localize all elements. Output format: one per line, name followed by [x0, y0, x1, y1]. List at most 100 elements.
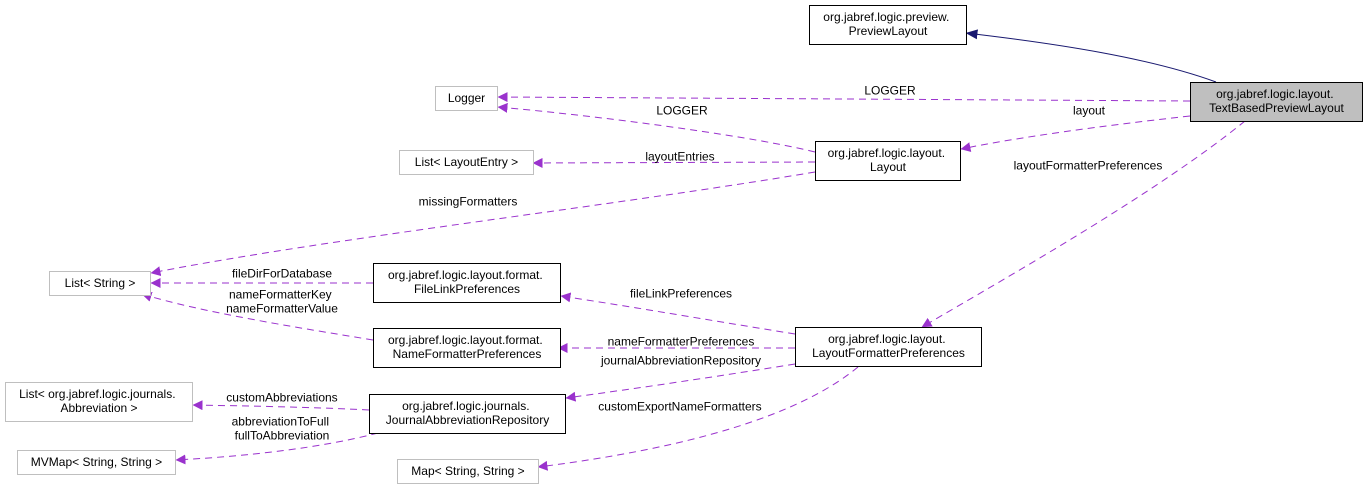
svg-text:nameFormatterPreferences: nameFormatterPreferences: [608, 335, 755, 349]
svg-text:LOGGER: LOGGER: [656, 104, 708, 118]
edge-label-journal-abbreviation-repository: journalAbbreviationRepository: [600, 354, 761, 368]
node-name-formatter-preferences[interactable]: org.jabref.logic.layout.format. NameForm…: [373, 328, 561, 368]
edge-label-line: layoutEntries: [645, 150, 714, 164]
node-label-line: TextBasedPreviewLayout: [1209, 101, 1344, 115]
edge-label-line: journalAbbreviationRepository: [600, 354, 761, 368]
node-label-line: LayoutFormatterPreferences: [812, 346, 965, 360]
svg-text:abbreviationToFull ful: abbreviationToFull fullToAbbreviation: [232, 415, 333, 443]
edge-missing-formatters: [150, 171, 816, 277]
edge-file-link-preferences: [560, 292, 796, 335]
svg-text:Logger: Logger: [448, 91, 485, 105]
node-logger[interactable]: Logger: [435, 86, 498, 111]
svg-text:nameFormatterKey nameF: nameFormatterKey nameFormatterValue: [226, 288, 338, 316]
edge-custom-export-name-formatters: [537, 366, 859, 471]
node-label-line: org.jabref.logic.layout.: [828, 146, 945, 160]
edge-name-formatter: [141, 292, 374, 341]
node-text-based-preview-layout[interactable]: org.jabref.logic.layout. TextBasedPrevie…: [1190, 82, 1363, 122]
edge-logger-from-layout: [497, 102, 816, 153]
edge-label-custom-export-name-formatters: customExportNameFormatters: [598, 400, 761, 414]
node-label-line: org.jabref.logic.preview.: [823, 10, 949, 24]
edge-label-line: LOGGER: [656, 104, 708, 118]
edge-label-name-formatter: nameFormatterKey nameFormatterValue: [226, 288, 338, 316]
edge-label-line: customExportNameFormatters: [598, 400, 761, 414]
node-file-link-preferences[interactable]: org.jabref.logic.layout.format. FileLink…: [373, 263, 561, 303]
edge-layout-formatter-preferences: [921, 120, 1246, 328]
edge-abbreviation-maps: [175, 432, 379, 465]
node-label-line: org.jabref.logic.layout.: [1216, 87, 1333, 101]
edges: LOGGER LOGGER layout layoutEntries: [141, 29, 1246, 471]
edge-label-line: fileDirForDatabase: [232, 267, 332, 281]
edge-custom-abbreviations: [192, 400, 370, 411]
nodes: org.jabref.logic.preview. PreviewLayout …: [5, 5, 1363, 484]
node-label-line: List< String >: [65, 276, 136, 290]
svg-text:layoutFormatterPreferences: layoutFormatterPreferences: [1014, 159, 1163, 173]
node-layout[interactable]: org.jabref.logic.layout. Layout: [815, 141, 961, 181]
edge-label-line: fileLinkPreferences: [630, 287, 732, 301]
node-label-line: List< org.jabref.logic.journals.: [19, 387, 175, 401]
edge-label-layout: layout: [1073, 104, 1106, 118]
svg-text:org.jabref.logic.layout.: org.jabref.logic.layout. Layout: [828, 146, 949, 174]
svg-text:LOGGER: LOGGER: [864, 84, 916, 98]
node-label-line: org.jabref.logic.layout.format.: [388, 268, 543, 282]
edge-label-logger-mid: LOGGER: [656, 104, 708, 118]
node-journal-abbreviation-repository[interactable]: org.jabref.logic.journals. JournalAbbrev…: [369, 394, 566, 434]
node-label-line: Logger: [448, 91, 485, 105]
node-list-layout-entry[interactable]: List< LayoutEntry >: [399, 150, 534, 175]
edge-label-name-formatter-preferences: nameFormatterPreferences: [608, 335, 755, 349]
svg-text:List< String >: List< String >: [65, 276, 136, 290]
svg-text:journalAbbreviationRepository: journalAbbreviationRepository: [600, 354, 761, 368]
svg-text:layout: layout: [1073, 104, 1106, 118]
node-label-line: Abbreviation >: [60, 401, 137, 415]
svg-text:Map< String, String >: Map< String, String >: [411, 464, 524, 478]
edge-label-file-dir-for-database: fileDirForDatabase: [232, 267, 332, 281]
svg-text:missingFormatters: missingFormatters: [419, 195, 518, 209]
edge-label-layout-formatter-preferences: layoutFormatterPreferences: [1014, 159, 1163, 173]
edge-label-missing-formatters: missingFormatters: [419, 195, 518, 209]
edge-label-line: abbreviationToFull: [232, 415, 329, 429]
edge-logger-from-tbpl: [497, 92, 1191, 103]
node-list-abbreviation[interactable]: List< org.jabref.logic.journals. Abbrevi…: [5, 382, 193, 422]
node-preview-layout[interactable]: org.jabref.logic.preview. PreviewLayout: [809, 5, 967, 45]
node-label-line: MVMap< String, String >: [31, 455, 162, 469]
edge-label-line: LOGGER: [864, 84, 916, 98]
node-list-string[interactable]: List< String >: [49, 271, 151, 296]
node-label-line: PreviewLayout: [849, 24, 928, 38]
edge-label-file-link-preferences: fileLinkPreferences: [630, 287, 732, 301]
node-label-line: org.jabref.logic.journals.: [402, 399, 529, 413]
node-label-line: org.jabref.logic.layout.: [828, 332, 945, 346]
svg-text:MVMap< String, String >: MVMap< String, String >: [31, 455, 162, 469]
svg-text:customAbbreviations: customAbbreviations: [226, 391, 337, 405]
edge-label-line: fullToAbbreviation: [235, 429, 330, 443]
svg-text:customExportNameFormatters: customExportNameFormatters: [598, 400, 761, 414]
svg-text:org.jabref.logic.preview.: org.jabref.logic.preview. PreviewLayout: [823, 10, 952, 38]
edge-label-line: missingFormatters: [419, 195, 518, 209]
edge-label-layout-entries: layoutEntries: [645, 150, 714, 164]
svg-text:org.jabref.logic.layout.: org.jabref.logic.layout. LayoutFormatter…: [812, 332, 965, 360]
edge-inheritance-preview-layout: [965, 29, 1217, 83]
edge-label-line: nameFormatterValue: [226, 302, 338, 316]
node-label-line: FileLinkPreferences: [414, 282, 520, 296]
edge-label-custom-abbreviations: customAbbreviations: [226, 391, 337, 405]
svg-text:fileDirForDatabase: fileDirForDatabase: [232, 267, 332, 281]
node-label-line: org.jabref.logic.layout.format.: [388, 333, 543, 347]
node-layout-formatter-preferences[interactable]: org.jabref.logic.layout. LayoutFormatter…: [795, 327, 982, 367]
svg-text:fileLinkPreferences: fileLinkPreferences: [630, 287, 732, 301]
svg-text:org.jabref.logic.layout.: org.jabref.logic.layout. TextBasedPrevie…: [1209, 87, 1344, 115]
node-label-line: Layout: [870, 160, 907, 174]
svg-text:org.jabref.logic.journals.: org.jabref.logic.journals. JournalAbbrev…: [386, 399, 549, 427]
svg-text:List< org.jabref.logic.journal: List< org.jabref.logic.journals. Abbrevi…: [19, 387, 179, 415]
edge-label-line: layoutFormatterPreferences: [1014, 159, 1163, 173]
node-label-line: List< LayoutEntry >: [415, 155, 518, 169]
edge-label-line: nameFormatterPreferences: [608, 335, 755, 349]
node-label-line: JournalAbbreviationRepository: [386, 413, 549, 427]
svg-text:List< LayoutEntry >: List< LayoutEntry >: [415, 155, 518, 169]
node-map[interactable]: Map< String, String >: [397, 459, 539, 484]
svg-text:layoutEntries: layoutEntries: [645, 150, 714, 164]
edge-journal-abbreviation-repository: [565, 363, 796, 402]
node-mvmap[interactable]: MVMap< String, String >: [17, 450, 176, 475]
edge-label-abbreviation-maps: abbreviationToFull fullToAbbreviation: [232, 415, 333, 443]
edge-layout: [960, 115, 1191, 153]
edge-label-logger-top: LOGGER: [864, 84, 916, 98]
edge-label-line: nameFormatterKey: [229, 288, 332, 302]
